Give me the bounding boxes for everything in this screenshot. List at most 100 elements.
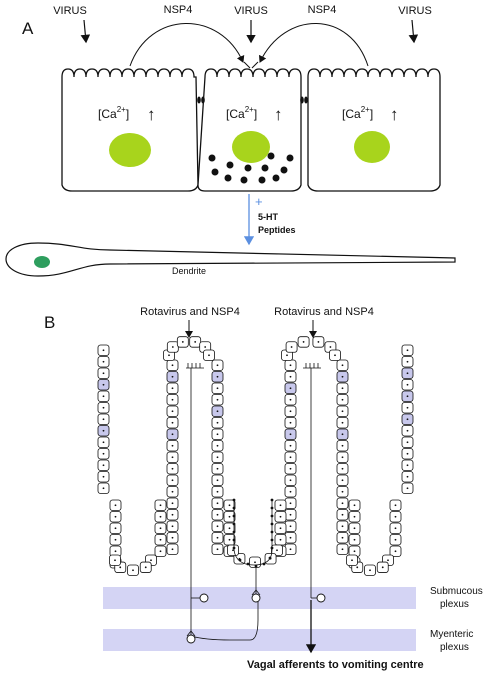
nerve-ending-dot — [270, 546, 274, 550]
cell-nucleus — [302, 341, 305, 343]
tight-junctions — [197, 96, 308, 104]
cell-nucleus — [216, 456, 219, 459]
nucleus-center — [232, 131, 270, 163]
cell-nucleus — [171, 513, 174, 516]
submucous-ganglion-left — [199, 593, 209, 603]
cell-nucleus — [102, 475, 105, 478]
calcium-arrow-center: ↑ — [274, 105, 283, 124]
cell-nucleus — [228, 504, 231, 507]
cell-nucleus — [171, 467, 174, 470]
nsp4-convergence — [243, 61, 259, 69]
cell-nucleus — [171, 433, 174, 436]
cell-nucleus — [102, 452, 105, 455]
nsp4-arrow-right — [259, 23, 369, 67]
myenteric-plexus-band — [103, 629, 416, 651]
nerve-ending-dot — [232, 522, 236, 526]
cell-nucleus — [228, 515, 231, 518]
cell-nucleus — [341, 433, 344, 436]
cell-nucleus — [317, 341, 320, 343]
cell-nucleus — [171, 536, 174, 539]
cell-nucleus — [276, 549, 278, 552]
cell-nucleus — [102, 487, 105, 490]
enteric-nerve-network — [186, 363, 321, 641]
cell-nucleus — [341, 502, 344, 505]
cell-nucleus — [406, 418, 409, 421]
cell-nucleus — [289, 536, 292, 539]
myenteric-synapse — [186, 630, 196, 637]
cell-nucleus — [289, 444, 292, 447]
cell-nucleus — [159, 515, 162, 518]
cell-nucleus — [216, 433, 219, 436]
cell-nucleus — [171, 456, 174, 459]
secretion-label-peptides: Peptides — [258, 225, 296, 235]
cell-nucleus — [204, 346, 207, 348]
cell-nucleus — [341, 398, 344, 401]
cell-nucleus — [171, 421, 174, 424]
submucous-label-2: plexus — [440, 599, 469, 610]
nerve-ending-dot — [232, 530, 236, 534]
cell-nucleus — [171, 548, 174, 551]
cell-nucleus — [216, 398, 219, 401]
cell-nucleus — [102, 441, 105, 444]
cell-nucleus — [406, 487, 409, 490]
cell-nucleus — [114, 527, 117, 530]
cell-nucleus — [289, 490, 292, 493]
cell-nucleus — [289, 410, 292, 413]
cell-nucleus — [171, 479, 174, 482]
cell-nucleus — [232, 549, 234, 552]
cell-nucleus — [102, 429, 105, 432]
nucleus-right — [354, 131, 390, 163]
nerve-ending-dot — [270, 538, 274, 542]
cell-nucleus — [406, 372, 409, 375]
cell-nucleus — [216, 375, 219, 378]
cell-nucleus — [406, 383, 409, 386]
cell-nucleus — [289, 421, 292, 424]
cell-nucleus — [216, 479, 219, 482]
nerve-ending-dot — [246, 562, 250, 566]
sensory-neuron — [5, 242, 456, 277]
enterocyte-right — [307, 68, 441, 192]
nerve-ending-dot — [232, 514, 236, 518]
cell-nucleus — [102, 406, 105, 409]
villus-epithelium — [97, 336, 414, 576]
calcium-label-left: [Ca2+] — [98, 105, 129, 121]
cell-nucleus — [341, 479, 344, 482]
enterocyte-left — [61, 68, 199, 192]
cell-nucleus — [216, 548, 219, 551]
crypt-nerve-endings — [232, 498, 274, 568]
cell-nucleus — [114, 559, 116, 562]
cell-nucleus — [406, 452, 409, 455]
nerve-ending-dot — [268, 556, 272, 560]
submucous-ganglion-center — [251, 593, 261, 603]
nerve-ending-dot — [270, 506, 274, 510]
dendrite-label: Dendrite — [172, 266, 206, 276]
cell-nucleus — [289, 375, 292, 378]
cell-nucleus — [171, 387, 174, 390]
virus-arrow-right — [408, 19, 419, 44]
cell-nucleus — [216, 513, 219, 516]
cell-nucleus — [194, 341, 197, 343]
cell-nucleus — [102, 349, 105, 352]
cell-nucleus — [406, 406, 409, 409]
myenteric-label: Myenteric — [430, 629, 473, 640]
cell-nucleus — [254, 561, 256, 564]
cell-nucleus — [171, 444, 174, 447]
cell-nucleus — [132, 569, 134, 572]
cell-nucleus — [329, 346, 332, 348]
cell-nucleus — [171, 398, 174, 401]
cell-nucleus — [114, 550, 117, 553]
cell-nucleus — [289, 548, 292, 551]
cell-nucleus — [159, 527, 162, 530]
cell-nucleus — [289, 433, 292, 436]
myenteric-ganglion — [186, 634, 196, 644]
cell-nucleus — [289, 479, 292, 482]
cell-nucleus — [289, 502, 292, 505]
cell-nucleus — [216, 490, 219, 493]
cell-nucleus — [356, 566, 359, 569]
cell-nucleus — [171, 410, 174, 413]
cell-nucleus — [171, 525, 174, 528]
cell-nucleus — [289, 456, 292, 459]
cell-nucleus — [341, 456, 344, 459]
rotavirus-label-left: Rotavirus and NSP4 — [140, 306, 240, 318]
